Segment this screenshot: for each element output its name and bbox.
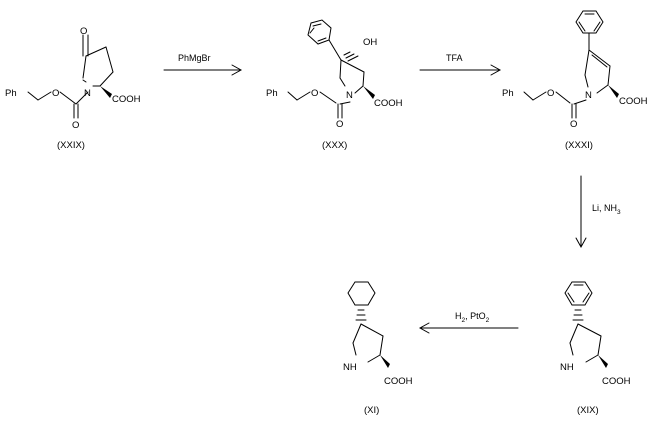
reaction-arrow-1 bbox=[163, 64, 243, 76]
reagent-h2-main: H bbox=[455, 311, 462, 321]
reaction-arrow-3 bbox=[575, 175, 587, 249]
reagent-li-nh3: Li, NH3 bbox=[592, 203, 621, 216]
ketone-oxygen-label: O bbox=[80, 26, 87, 37]
reaction-arrow-2 bbox=[419, 64, 502, 76]
reagent-pto2-main: , PtO bbox=[465, 311, 486, 321]
reagent-phmgbr: PhMgBr bbox=[178, 53, 211, 63]
compound-xxx: OH N O O Ph COOH bbox=[266, 19, 403, 130]
amine-label: NH bbox=[560, 362, 574, 373]
ester-oxygen-label: O bbox=[52, 88, 59, 99]
compound-xix: NH COOH bbox=[560, 281, 631, 387]
carboxylic-acid-label: COOH bbox=[619, 96, 648, 107]
hydroxyl-label: OH bbox=[363, 37, 377, 48]
compound-label-xxxi: (XXXI) bbox=[565, 140, 593, 151]
nitrogen-label: N bbox=[346, 90, 353, 101]
carbonyl-oxygen-label: O bbox=[336, 119, 343, 130]
carboxylic-acid-label: COOH bbox=[602, 376, 631, 387]
nitrogen-label: N bbox=[585, 90, 592, 101]
reagent-li-nh3-main: Li, NH bbox=[592, 203, 617, 213]
compound-xxix: O N O O Ph COOH bbox=[5, 26, 141, 131]
reagent-h2-subscript: 2 bbox=[462, 317, 466, 324]
reagent-li-nh3-subscript: 3 bbox=[617, 209, 621, 216]
carboxylic-acid-label: COOH bbox=[112, 94, 141, 105]
amine-label: NH bbox=[343, 362, 357, 373]
carbonyl-oxygen-label: O bbox=[72, 120, 79, 131]
carbonyl-oxygen-label: O bbox=[570, 119, 577, 130]
nitrogen-label: N bbox=[84, 88, 91, 99]
phenyl-label: Ph bbox=[5, 88, 17, 99]
reagent-h2-pto2: H2, PtO2 bbox=[455, 311, 490, 324]
compound-label-xi: (XI) bbox=[364, 405, 379, 416]
phenyl-label: Ph bbox=[266, 88, 278, 99]
compound-label-xxx: (XXX) bbox=[322, 140, 347, 151]
ester-oxygen-label: O bbox=[311, 88, 318, 99]
reagent-tfa: TFA bbox=[446, 53, 463, 63]
carboxylic-acid-label: COOH bbox=[384, 376, 413, 387]
compound-xi: NH COOH bbox=[343, 281, 413, 387]
reaction-arrow-4 bbox=[418, 322, 519, 334]
carboxylic-acid-label: COOH bbox=[374, 98, 403, 109]
compound-label-xxix: (XXIX) bbox=[57, 140, 85, 151]
ester-oxygen-label: O bbox=[547, 88, 554, 99]
phenyl-label: Ph bbox=[502, 88, 514, 99]
compound-label-xix: (XIX) bbox=[577, 405, 599, 416]
compound-xxxi: N O O Ph COOH bbox=[502, 10, 648, 130]
reagent-pto2-subscript: 2 bbox=[486, 317, 490, 324]
